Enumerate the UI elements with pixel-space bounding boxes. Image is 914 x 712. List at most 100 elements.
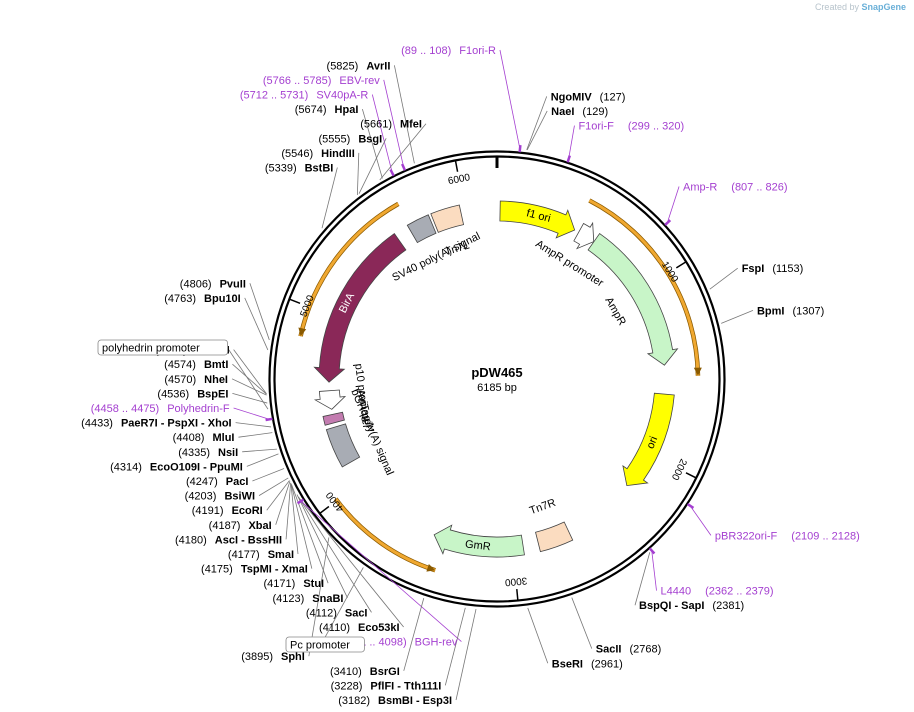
site-position: (4570) — [164, 374, 196, 386]
site-position: (4806) — [180, 278, 212, 290]
tick-label: 3000 — [504, 574, 528, 587]
site-position: (4187) — [209, 520, 241, 532]
site-position: (127) — [600, 91, 626, 103]
feature-label-sv40-polya: SV40 poly(A) signal — [390, 230, 482, 284]
primer-label-polyhedrin-f[interactable]: (4458 .. 4475)Polyhedrin-F — [91, 403, 230, 415]
tick-mark — [454, 159, 459, 172]
site-position: (1307) — [792, 305, 824, 317]
site-label-bseri[interactable]: BseRI(2961) — [552, 658, 623, 670]
primer-leader — [651, 550, 657, 591]
primer-label-f1ori-r[interactable]: (89 .. 108)F1ori-R — [401, 45, 496, 57]
tick-mark — [318, 505, 330, 515]
site-position: (2961) — [591, 658, 623, 670]
site-name: SacI — [345, 607, 368, 619]
site-label-naei[interactable]: NaeI(129) — [551, 106, 608, 118]
site-label-mlui[interactable]: (4408)MluI — [173, 432, 235, 444]
primer-label-l4440[interactable]: L4440(2362 .. 2379) — [661, 586, 774, 598]
site-label-ngomiv[interactable]: NgoMIV(127) — [551, 91, 626, 103]
site-leader — [266, 480, 290, 511]
site-position: (4335) — [178, 447, 210, 459]
site-label-bmti[interactable]: (4574)BmtI — [164, 359, 228, 371]
feature-ampr[interactable] — [587, 233, 679, 366]
primer-label-pbr322ori-f[interactable]: pBR322ori-F(2109 .. 2128) — [715, 530, 860, 542]
primer-label-ebv-rev[interactable]: (5766 .. 5785)EBV-rev — [263, 75, 380, 87]
site-label-smai[interactable]: (4177)SmaI — [228, 549, 294, 561]
site-position: (3182) — [338, 695, 370, 707]
boxed-label-frame — [97, 339, 229, 356]
feature-f1-ori[interactable] — [499, 200, 576, 239]
site-label-fspi[interactable]: FspI(1153) — [742, 263, 804, 275]
site-label-bsrgi[interactable]: (3410)BsrGI — [330, 666, 400, 678]
site-label-saci[interactable]: (4112)SacI — [306, 607, 368, 619]
primer-label-f1ori-f[interactable]: F1ori-F(299 .. 320) — [578, 121, 684, 133]
feature-bgh-polya[interactable] — [325, 423, 361, 468]
site-label-sphi[interactable]: (3895)SphI — [241, 651, 305, 663]
site-label-bpmi[interactable]: BpmI(1307) — [757, 305, 824, 317]
site-label-ecori[interactable]: (4191)EcoRI — [192, 505, 263, 517]
tick-label: 1000 — [659, 260, 680, 285]
site-label-paer7i-pspxi-xhoi[interactable]: (4433)PaeR7I - PspXI - XhoI — [81, 418, 231, 430]
primer-leader — [233, 407, 270, 420]
site-position: (5339) — [265, 162, 297, 174]
feature-gmr[interactable] — [433, 524, 525, 558]
site-label-hindiii[interactable]: (5546)HindIII — [281, 148, 354, 160]
backbone-outer — [268, 150, 726, 608]
site-label-bstbi[interactable]: (5339)BstBI — [265, 162, 334, 174]
site-position: (4574) — [164, 359, 196, 371]
site-label-pvuii[interactable]: (4806)PvuII — [180, 278, 246, 290]
site-label-pflfi-tth111i[interactable]: (3228)PflFI - Tth111I — [331, 680, 442, 692]
feature-ori[interactable] — [622, 392, 675, 487]
feature-sv40-polya[interactable] — [406, 214, 437, 244]
site-position: (129) — [582, 106, 608, 118]
site-leader — [242, 448, 277, 453]
site-label-snabi[interactable]: (4123) SnaBI — [273, 593, 344, 605]
primer-position: (89 .. 108) — [401, 45, 451, 57]
plasmid-length: 6185 bp — [477, 382, 517, 394]
site-name: MfeI — [400, 119, 422, 131]
site-label-bspqi-sapi[interactable]: BspQI - SapI(2381) — [639, 600, 744, 612]
feature-bira[interactable] — [313, 233, 407, 383]
site-label-eco53ki[interactable]: (4110)Eco53kI — [319, 622, 400, 634]
site-label-asci-bsshii[interactable]: (4180)AscI - BssHII — [175, 534, 282, 546]
site-position: (4123) — [273, 593, 305, 605]
site-label-stui[interactable]: (4171)StuI — [264, 578, 325, 590]
site-leader — [308, 537, 330, 657]
site-label-xbai[interactable]: (4187)XbaI — [209, 520, 272, 532]
site-label-tspmi-xmai[interactable]: (4175)TspMI - XmaI — [201, 564, 308, 576]
site-label-bsgi[interactable]: (5555)BsgI — [319, 133, 383, 145]
snapgene-credit: Created by SnapGene — [815, 2, 906, 12]
site-label-bpu10i[interactable]: (4763)Bpu10I — [164, 293, 240, 305]
site-position: (4175) — [201, 564, 233, 576]
feature-p10-promoter[interactable] — [313, 389, 347, 410]
site-name: Bpu10I — [204, 293, 241, 305]
site-label-sacii[interactable]: SacII(2768) — [596, 644, 661, 656]
site-leader — [527, 607, 549, 664]
feature-avitag[interactable] — [322, 411, 345, 426]
site-label-avrii[interactable]: (5825)AvrII — [327, 60, 391, 72]
boxed-label-pc-promoter[interactable]: Pc promoter — [290, 640, 350, 652]
site-label-paci[interactable]: (4247)PacI — [186, 476, 248, 488]
primer-leader — [666, 186, 680, 224]
site-leader — [290, 483, 299, 555]
site-label-hpai[interactable]: (5674)HpaI — [295, 104, 359, 116]
site-label-nhei[interactable]: (4570)NheI — [164, 374, 228, 386]
site-label-bsiwi[interactable]: (4203)BsiWI — [185, 491, 255, 503]
feature-ampr-promoter[interactable] — [573, 221, 595, 250]
site-label-ecoo109i-ppumi[interactable]: (4314)EcoO109I - PpuMI — [110, 461, 243, 473]
site-label-nsii[interactable]: (4335)NsiI — [178, 447, 238, 459]
primer-label-amp-r[interactable]: Amp-R(807 .. 826) — [683, 181, 788, 193]
primer-label-sv40pa-r[interactable]: (5712 .. 5731)SV40pA-R — [240, 89, 369, 101]
site-leader — [362, 108, 383, 179]
site-leader — [321, 167, 338, 229]
site-leader — [246, 453, 279, 467]
feature-label-gmr: GmR — [464, 538, 491, 553]
site-leader — [358, 138, 387, 194]
site-label-bspei[interactable]: (4536)BspEI — [157, 388, 228, 400]
feature-tn7r[interactable] — [535, 521, 574, 553]
site-label-mfei[interactable]: (5661)MfeI — [360, 119, 422, 131]
boxed-label-polyhedrin-promoter[interactable]: polyhedrin promoter — [102, 343, 200, 355]
site-name: SnaBI — [312, 593, 343, 605]
site-label-bsmbi-esp3i[interactable]: (3182)BsmBI - Esp3I — [338, 695, 452, 707]
feature-tn7l[interactable] — [430, 204, 465, 233]
site-position: (4171) — [264, 578, 296, 590]
